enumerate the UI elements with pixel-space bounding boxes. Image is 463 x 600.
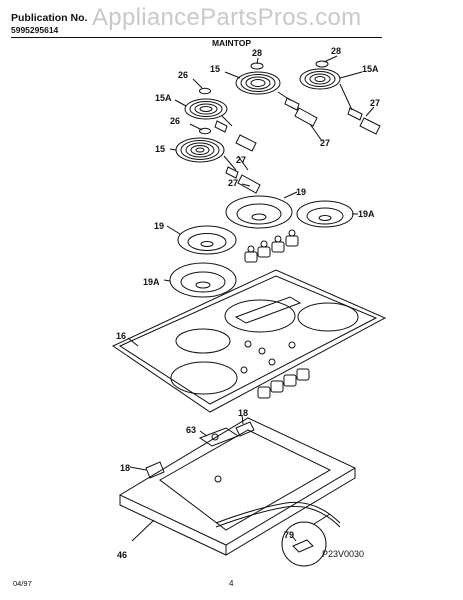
surface-element-small-left[interactable]: [184, 87, 228, 120]
callout-46: 46: [117, 550, 127, 560]
drip-bowl-small-rear[interactable]: [296, 200, 354, 228]
callout-27-c: 27: [236, 155, 246, 165]
callout-15-b: 15: [155, 144, 165, 154]
leader-lines: [127, 55, 375, 542]
callout-79: 79: [284, 530, 294, 540]
callout-28-d: 26: [170, 116, 180, 126]
callout-27-b: 27: [320, 138, 330, 148]
footer-date: 04/97: [13, 579, 32, 588]
callout-28-c: 26: [178, 70, 188, 80]
callout-16: 16: [116, 331, 126, 341]
callout-15-a: 15: [210, 64, 220, 74]
burner-box[interactable]: [118, 417, 357, 556]
callout-19a-a: 19A: [358, 209, 375, 219]
callout-27-a: 27: [370, 98, 380, 108]
callout-18-a: 18: [238, 408, 248, 418]
callout-15a-b: 15A: [155, 93, 172, 103]
section-title: MAINTOP: [211, 38, 252, 48]
drip-bowl-small-left[interactable]: [177, 225, 237, 255]
callout-18-b: 18: [120, 463, 130, 473]
switch-cluster-lower[interactable]: [257, 368, 310, 399]
surface-element-large-left[interactable]: [175, 127, 225, 163]
publication-number: 5995295614: [11, 25, 59, 35]
callout-27-d: 27: [228, 178, 238, 188]
callout-labels: 28 28 26 15 15A 15A 26 27 27 15 27 27 19…: [116, 46, 380, 560]
switch-cluster-upper[interactable]: [244, 229, 299, 263]
callout-19-a: 19: [296, 187, 306, 197]
bracket-right[interactable]: [235, 421, 255, 437]
drip-bowl-large-rear[interactable]: [225, 195, 293, 229]
page-number: 4: [229, 579, 234, 588]
detail-inset-79: [281, 513, 331, 567]
main-top-panel[interactable]: [111, 269, 387, 413]
callout-15a-a: 15A: [362, 64, 379, 74]
header-rule: [11, 37, 382, 38]
surface-element-small-right[interactable]: [299, 60, 341, 90]
receptacle-block[interactable]: [214, 83, 381, 194]
surface-element-large-top[interactable]: [235, 62, 281, 95]
callout-19a-b: 19A: [143, 277, 160, 287]
bracket-left[interactable]: [145, 461, 165, 479]
callout-28-a: 28: [252, 48, 262, 58]
watermark: AppliancePartsPros.com: [92, 4, 362, 31]
callout-19-b: 19: [154, 221, 164, 231]
callout-28-b: 28: [331, 46, 341, 56]
figure-code: P23V0030: [322, 549, 365, 559]
drip-bowl-large-front[interactable]: [169, 262, 237, 298]
publication-label: Publication No.: [11, 12, 88, 24]
callout-63: 63: [186, 425, 196, 435]
